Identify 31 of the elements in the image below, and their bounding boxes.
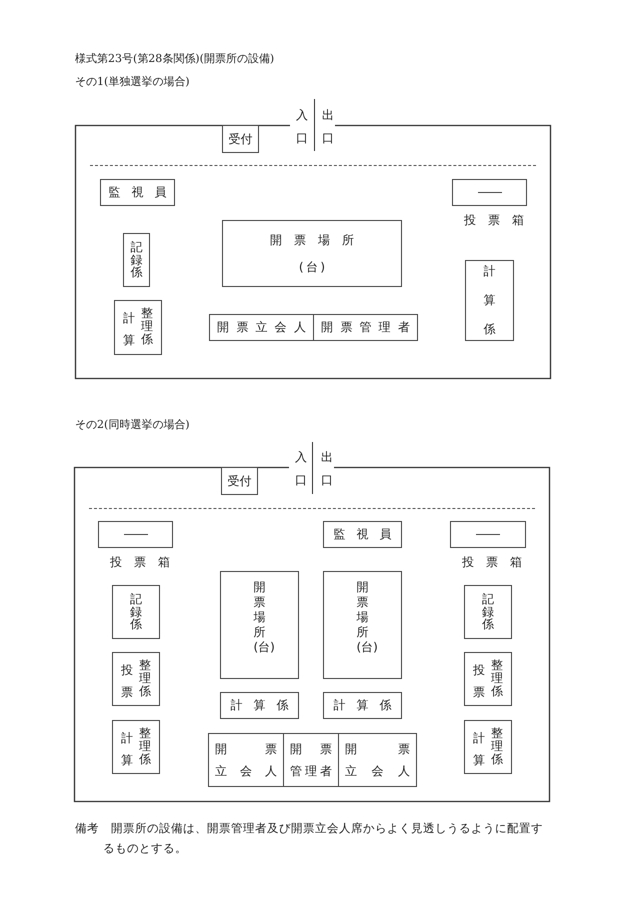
seat-box: 記録係: [112, 585, 160, 639]
door-label: 出口: [322, 107, 334, 147]
seat-box: 計算係: [220, 692, 299, 719]
door-label: 入口: [296, 107, 308, 147]
counting-table: 開票場所(台): [323, 571, 402, 679]
seat-box: 計算係: [465, 260, 514, 341]
seat-box: 監視員: [100, 179, 175, 206]
seat-box: 開票管理者: [313, 314, 418, 341]
seat-box: 受付: [222, 125, 259, 153]
room-outline: [75, 125, 551, 379]
room-outline: [74, 467, 550, 802]
section-heading: その1(単独選挙の場合): [75, 74, 190, 89]
seat-box: 開票立会人: [208, 733, 284, 787]
door-label: 出口: [321, 449, 333, 489]
box-label: 投票箱: [109, 554, 173, 571]
seat-box: 開票立会人: [338, 733, 417, 787]
door-label: 入口: [295, 449, 307, 489]
seat-box: 計算係: [323, 692, 402, 719]
box-label: 投票箱: [463, 212, 527, 229]
seat-box: 受付: [221, 467, 258, 495]
seat-box: 開票立会人: [209, 314, 314, 341]
counting-table: 開票場所(台): [220, 571, 299, 679]
form-title: 様式第23号(第28条関係)(開票所の設備): [75, 51, 274, 66]
seat-box: 記録係: [123, 233, 150, 287]
box-label: 投票箱: [461, 554, 526, 571]
section-heading: その2(同時選挙の場合): [75, 417, 190, 432]
seat-box: 記録係: [464, 585, 512, 639]
seat-box: 開票管理者: [283, 733, 339, 787]
seat-box: 監視員: [323, 521, 402, 548]
counting-table: 開票場所 (台): [222, 220, 402, 287]
note-text: 備考 開票所の設備は、開票管理者及び開票立会人席からよく見透しうるように配置するものとする。: [75, 820, 544, 858]
